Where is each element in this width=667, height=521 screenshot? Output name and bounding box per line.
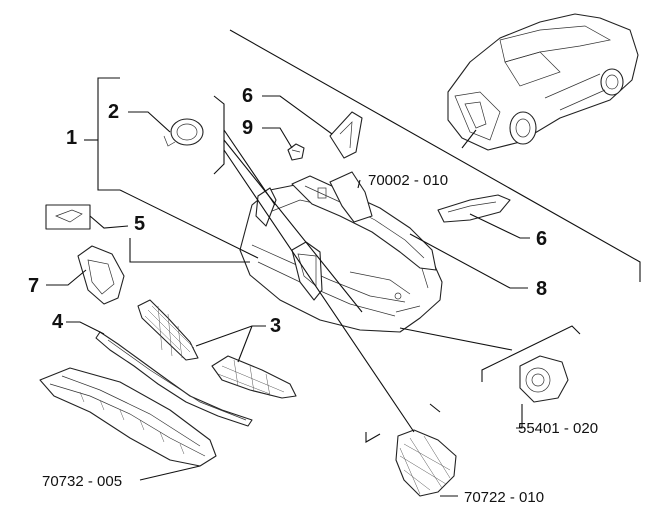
fog-light <box>519 355 569 403</box>
bracket-70002 <box>329 171 373 223</box>
part-2-tow-cap <box>163 118 204 147</box>
part-6-side-bracket <box>437 194 511 223</box>
callout-8: 8 <box>536 278 547 300</box>
part-3-right-grille <box>211 355 297 399</box>
part-6-upper-bracket <box>329 111 363 159</box>
leader-lines <box>46 29 641 497</box>
callout-5: 5 <box>134 213 145 235</box>
callout-6-right: 6 <box>536 228 547 250</box>
part-code-70002: 70002 - 010 <box>368 172 448 189</box>
callout-1: 1 <box>66 127 77 149</box>
part-3-left-grille <box>137 299 199 361</box>
part-code-55401: 55401 - 020 <box>518 420 598 437</box>
part-code-70722: 70722 - 010 <box>464 489 544 506</box>
callout-2: 2 <box>108 101 119 123</box>
callout-3: 3 <box>270 315 281 337</box>
callout-labels: 1 2 3 4 5 6 6 7 8 9 <box>28 85 547 337</box>
lower-skid-plate <box>39 367 217 467</box>
part-code-labels: 70002 - 010 55401 - 020 70732 - 005 7072… <box>42 172 598 506</box>
callout-9: 9 <box>242 117 253 139</box>
part-4-lower-strip <box>95 331 253 427</box>
part-7-grille-frame <box>77 245 125 305</box>
part-5-small-trim <box>45 204 91 230</box>
center-grille-shield <box>395 429 457 497</box>
callout-4: 4 <box>52 311 64 333</box>
callout-6-upper: 6 <box>242 85 253 107</box>
part-code-70732: 70732 - 005 <box>42 473 122 490</box>
callout-7: 7 <box>28 275 39 297</box>
car-thumbnail <box>447 13 639 151</box>
